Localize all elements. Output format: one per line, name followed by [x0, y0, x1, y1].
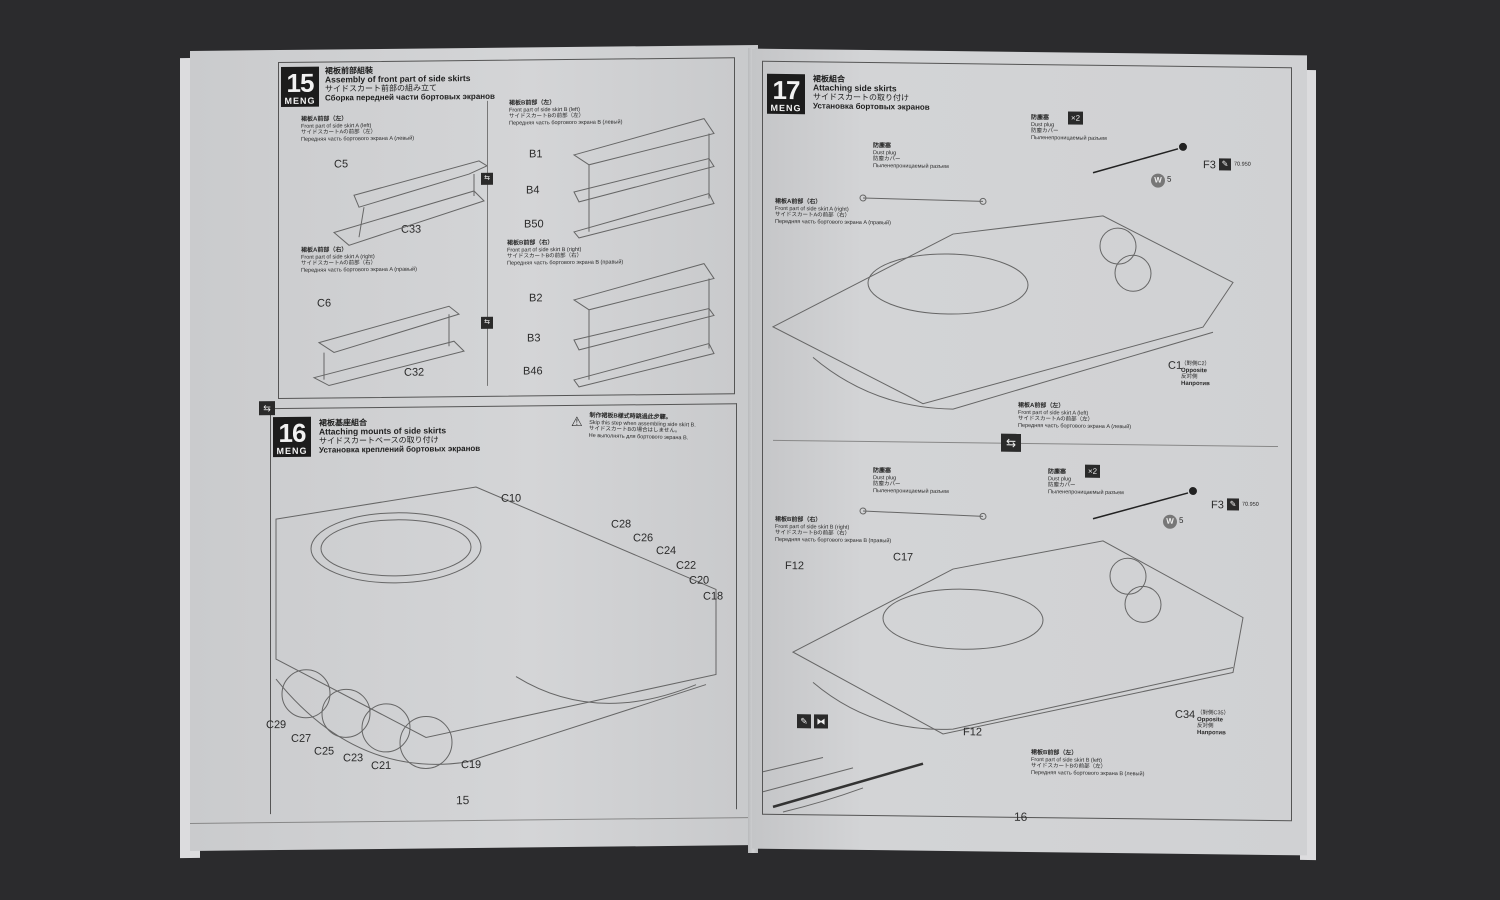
part-label: B3: [527, 332, 541, 345]
tank-hull-variant-a-drawing: [771, 194, 1234, 410]
glue-icon: ✎: [797, 714, 811, 729]
part-label: C20: [689, 574, 710, 587]
skirt-a-left-drawing: [332, 160, 489, 246]
step-15-badge: 15 MENG: [281, 66, 319, 108]
skirt-b-right-drawing: [572, 263, 715, 388]
step-15-title: 裙板前部組裝 Assembly of front part of side sk…: [325, 65, 495, 103]
brand-logo: MENG: [284, 95, 316, 106]
part-label: C26: [633, 532, 654, 545]
quantity-badge: ×2: [1068, 111, 1083, 125]
opposite-part: （對側C35） Opposite 反対側 Напротив: [1197, 710, 1230, 737]
paint-icon: ✎: [1219, 158, 1231, 171]
subassembly-caption: 裙板A前部（左） Front part of side skirt A (lef…: [301, 116, 415, 143]
quantity-badge: ×2: [1085, 464, 1100, 478]
part-label: B46: [523, 365, 543, 378]
manual-page-15: 15 MENG 裙板前部組裝 Assembly of front part of…: [190, 45, 758, 851]
skirt-caption: 裙板A前部（左） Front part of side skirt A (lef…: [1018, 402, 1132, 431]
tank-hull-drawing: [275, 486, 717, 770]
part-label: B1: [529, 148, 543, 161]
part-label: B2: [529, 292, 543, 305]
part-label: B50: [524, 218, 544, 231]
brand-logo: MENG: [276, 445, 308, 457]
part-label: C19: [461, 758, 482, 772]
step-17-title: 裙板組合 Attaching side skirts サイドスカートの取り付け …: [813, 74, 930, 111]
step-15-panel: 15 MENG 裙板前部組裝 Assembly of front part of…: [278, 57, 735, 400]
step-16-title: 裙板基座組合 Attaching mounts of side skirts サ…: [319, 417, 480, 455]
step-number: 15: [286, 67, 314, 98]
dust-plug-caption: 防塵塞 Dust plug 防塵カバー Пыленепроницаемый ра…: [873, 468, 949, 495]
part-label: F3: [1203, 159, 1216, 172]
part-label: C29: [266, 718, 287, 732]
part-label: B4: [526, 184, 540, 197]
brand-logo: MENG: [770, 102, 802, 114]
page-number: 16: [1014, 809, 1028, 824]
step-16-panel: ⇆ 16 MENG 裙板基座組合 Attaching mounts of sid…: [259, 401, 737, 815]
variant-divider: [773, 439, 1278, 448]
title-ru: Установка бортовых экранов: [813, 101, 930, 112]
part-label: C21: [371, 759, 392, 773]
step-number: 16: [278, 417, 306, 449]
part-label: C10: [501, 492, 522, 505]
page-number: 15: [456, 793, 470, 808]
title-ru: Сборка передней части бортовых экранов: [325, 91, 495, 103]
cut-icon: ⧓: [814, 714, 828, 729]
part-label: C34: [1175, 708, 1196, 722]
detail-inset-drawing: [762, 756, 924, 813]
swap-option-icon: ⇆: [481, 172, 493, 185]
part-label: C24: [656, 544, 677, 558]
part-label: C1: [1168, 359, 1183, 372]
warning-triangle-icon: ⚠: [571, 413, 583, 429]
step-17-badge: 17 MENG: [767, 73, 805, 115]
part-label: F12: [963, 726, 982, 739]
part-label: C22: [676, 559, 697, 572]
title-ru: Установка креплений бортовых экранов: [319, 443, 481, 455]
manual-page-16: 17 MENG 裙板組合 Attaching side skirts サイドスカ…: [752, 48, 1307, 856]
antenna-wire-drawing: [1092, 142, 1187, 174]
alternative-swap-icon: ⇆: [1001, 433, 1021, 452]
warning-note: 制作裙板B樣式時跳過此步驟。 Skip this step when assem…: [588, 412, 696, 442]
part-label: C25: [314, 745, 335, 758]
skirt-a-right-drawing: [312, 305, 465, 387]
skirt-caption: 裙板B前部（左） Front part of side skirt B (lef…: [1031, 750, 1145, 778]
skirt-b-left-drawing: [572, 118, 715, 239]
antenna-wire-drawing: [1092, 486, 1197, 520]
dust-plug-caption: 防塵塞 Dust plug 防塵カバー Пыленепроницаемый ра…: [873, 143, 949, 170]
step-number: 17: [772, 74, 800, 106]
step-16-badge: 16 MENG: [273, 416, 311, 458]
paint-code: 70.950: [1234, 161, 1251, 168]
subassembly-caption: 裙板A前部（右） Front part of side skirt A (rig…: [301, 247, 417, 274]
swap-option-icon: ⇆: [259, 401, 275, 416]
part-label: C18: [703, 590, 724, 603]
opposite-part: （對側C2） Opposite 反対側 Напротив: [1181, 360, 1211, 387]
subassembly-caption: 裙板B前部（右） Front part of side skirt B (rig…: [507, 240, 624, 267]
tank-hull-variant-b-drawing: [791, 507, 1244, 735]
part-label: C23: [343, 752, 364, 765]
part-label: C28: [611, 518, 632, 531]
step-17-panel: 17 MENG 裙板組合 Attaching side skirts サイドスカ…: [762, 60, 1292, 822]
part-label: C27: [291, 732, 312, 745]
page-footer-line: [190, 817, 758, 824]
